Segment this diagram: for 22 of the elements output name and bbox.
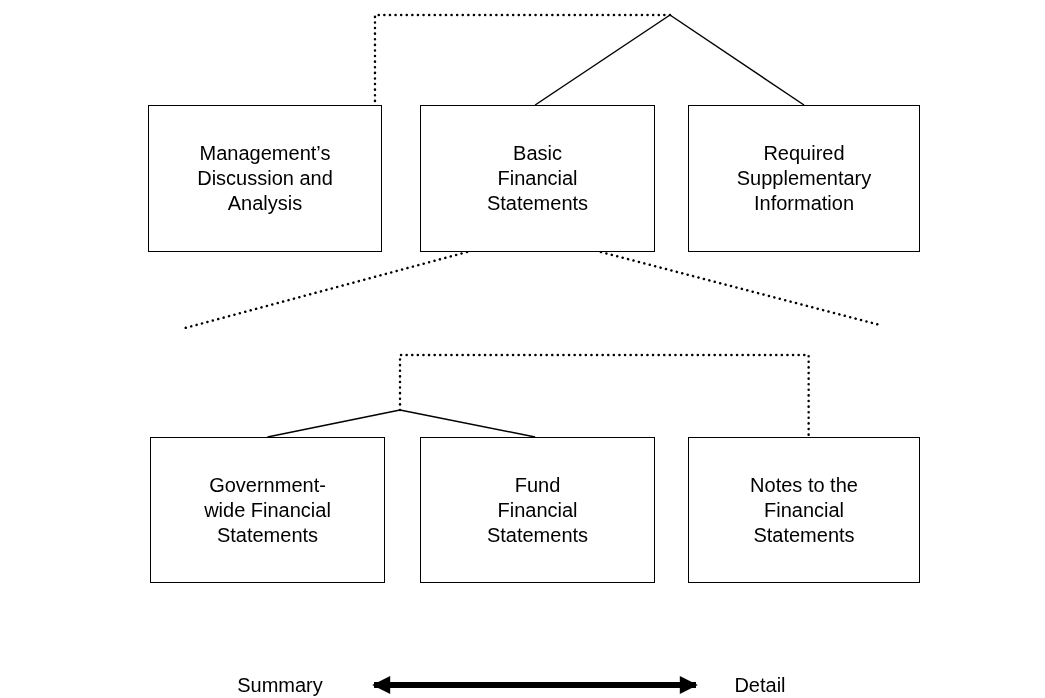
statement-box	[150, 437, 385, 583]
connector-line	[669, 14, 805, 106]
connector-line	[534, 14, 671, 106]
dotted-connector	[398, 353, 810, 439]
statement-box	[420, 105, 655, 252]
double-arrow	[372, 676, 698, 694]
scale-label: Detail	[734, 672, 786, 698]
box-label: Basic Financial Statements	[485, 141, 590, 216]
statement-box	[688, 437, 920, 583]
dotted-connector	[183, 250, 469, 330]
box-label: Required Supplementary Information	[735, 141, 873, 216]
box-label: Management’s Discussion and Analysis	[196, 141, 334, 216]
scale-label: Summary	[237, 672, 323, 698]
connector-line	[266, 409, 401, 438]
statement-box	[688, 105, 920, 252]
box-label: Fund Financial Statements	[485, 472, 590, 548]
connector-line	[399, 409, 536, 438]
box-label: Government-wide Financial Statements	[203, 472, 332, 548]
statement-box	[148, 105, 382, 252]
dotted-connector	[599, 250, 882, 327]
statement-box	[420, 437, 655, 583]
box-label: Notes to the Financial Statements	[749, 472, 859, 548]
